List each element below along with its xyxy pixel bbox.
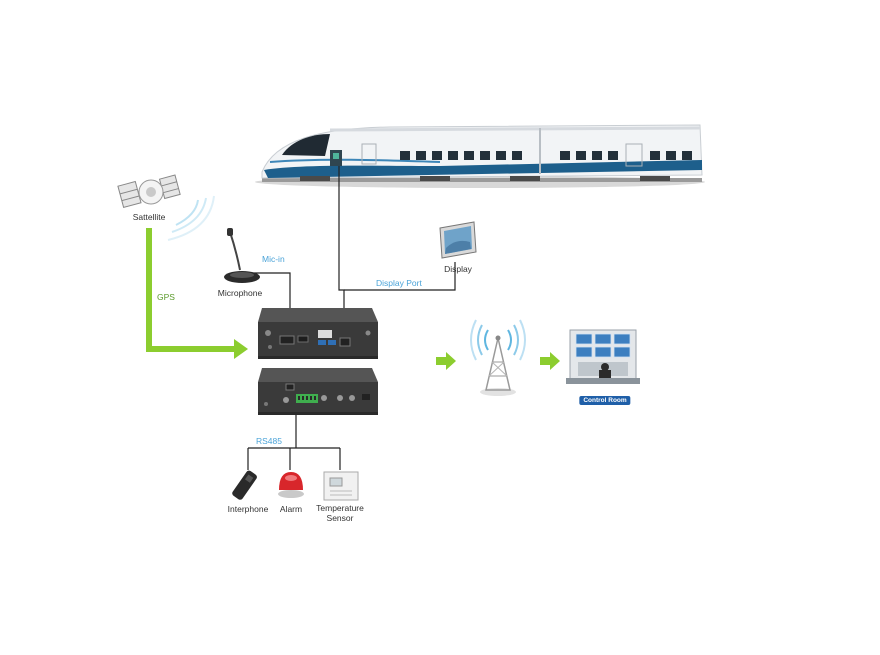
- temperature-sensor-label-line1: Temperature: [316, 503, 364, 513]
- train-illustration: [255, 124, 705, 188]
- display-icon: [439, 221, 477, 259]
- display-label: Display: [444, 264, 472, 274]
- mic-in-link-label: Mic-in: [262, 254, 285, 264]
- alarm-label: Alarm: [279, 504, 303, 514]
- arrow-to-tower: [436, 352, 456, 370]
- display-port-link-label: Display Port: [376, 278, 422, 288]
- satellite-icon: [117, 174, 215, 241]
- microphone-icon: [224, 228, 260, 283]
- computer-unit-front: [258, 308, 378, 359]
- interphone-label: Interphone: [227, 504, 269, 514]
- cell-tower-icon: [470, 319, 526, 396]
- temperature-sensor-label-line2: Sensor: [326, 513, 354, 523]
- temperature-sensor-icon: [323, 471, 359, 501]
- rs485-link-label: RS485: [256, 436, 282, 446]
- gps-link: [146, 228, 248, 359]
- alarm-icon: [278, 472, 304, 498]
- interphone-icon: [232, 470, 257, 500]
- arrow-to-control-room: [540, 352, 560, 370]
- computer-unit-rear: [258, 368, 378, 415]
- control-room-label: Control Room: [579, 396, 631, 405]
- satellite-label: Sattellite: [132, 212, 166, 222]
- control-room-icon: [566, 329, 640, 384]
- microphone-label: Microphone: [217, 288, 263, 298]
- gps-link-label: GPS: [157, 292, 175, 302]
